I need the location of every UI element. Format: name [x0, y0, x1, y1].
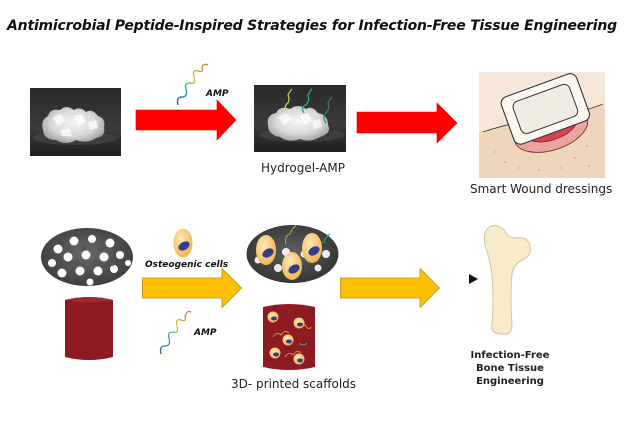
- yellow-arrow-right-icon: [142, 267, 243, 309]
- hydrogel-amp-photo-icon: [254, 85, 346, 152]
- amp-peptide-icon: [176, 63, 209, 106]
- bone-tissue-label: Infection-Free Bone Tissue Engineering: [455, 349, 565, 388]
- femur-bone-icon: [483, 224, 531, 335]
- cell-loaded-scaffold-cylinder-icon: [263, 304, 315, 370]
- bone-label-line-3: Engineering: [476, 376, 544, 387]
- diagram-title: Antimicrobial Peptide-Inspired Strategie…: [7, 18, 617, 34]
- yellow-arrow-right-icon: [340, 267, 441, 309]
- hydrogel-photo-icon: [30, 88, 121, 156]
- wound-dressing-illustration-icon: [479, 72, 605, 178]
- amp-label-top: AMP: [206, 89, 229, 99]
- amp-peptide-icon: [159, 310, 192, 355]
- red-arrow-right-icon: [135, 99, 237, 141]
- osteogenic-cell-icon: [173, 228, 193, 258]
- wound-dressing-label: Smart Wound dressings: [470, 182, 613, 196]
- osteogenic-cells-label: Osteogenic cells: [145, 260, 229, 270]
- hydrogel-amp-label: Hydrogel-AMP: [261, 161, 345, 175]
- 3d-printed-scaffolds-label: 3D- printed scaffolds: [231, 377, 357, 391]
- red-arrow-right-icon: [356, 102, 458, 144]
- porous-scaffold-disc-icon: [41, 228, 133, 286]
- scaffold-cylinder-icon: [65, 297, 113, 360]
- amp-label-bottom: AMP: [194, 328, 217, 338]
- bone-label-line-2: Bone Tissue: [476, 363, 544, 374]
- cell-loaded-scaffold-disc-icon: [246, 225, 339, 283]
- small-play-triangle-icon: [469, 274, 478, 284]
- bone-label-line-1: Infection-Free: [470, 350, 550, 361]
